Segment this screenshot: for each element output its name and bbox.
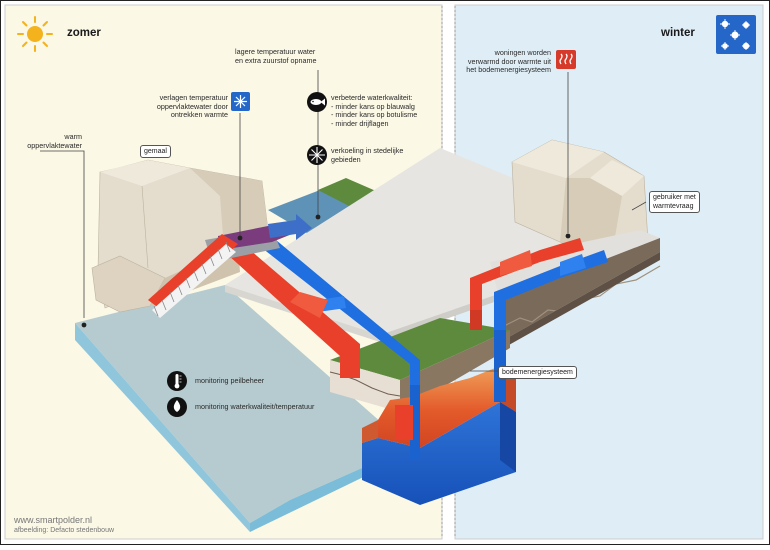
warm-water-line: oppervlaktewater — [27, 140, 82, 150]
sun-icon — [17, 16, 53, 52]
snowflake-icon — [716, 15, 756, 54]
homes-heated-label: woningen worden verwarmd door warmte uit… — [440, 48, 551, 75]
callout-marker — [81, 322, 87, 328]
water-quality-line: - minder drijflagen — [331, 118, 389, 128]
lower-temperature-label: verlagen temperatuur oppervlaktewater do… — [118, 93, 228, 120]
water-quality-line: - minder kans op botulisme — [331, 110, 418, 120]
soil-energy-system-tag: bodemenergiesysteem — [498, 366, 577, 379]
lower-water-temp-label: lagere temperatuur water en extra zuurst… — [235, 47, 365, 65]
thermometer-icon — [167, 371, 187, 391]
image-credit: afbeelding: Defacto stedenbouw — [14, 527, 115, 534]
heating-icon — [556, 50, 576, 69]
water-quality-line: - minder kans op blauwalg — [331, 101, 415, 111]
sparkle-icon — [307, 145, 327, 165]
homes-heated-line: het bodemenergiesysteem — [466, 65, 551, 75]
homes-heated-line: woningen worden — [494, 48, 551, 57]
heat-user-tag: gebruiker met warmtevraag — [649, 191, 700, 213]
monitoring-level-label: monitoring peilbeheer — [195, 376, 265, 385]
warm-water-line: warm — [64, 132, 82, 141]
screw-pump — [148, 234, 238, 318]
warm-pipe-winter — [395, 238, 584, 425]
warm-water-label: warm oppervlaktewater — [20, 132, 82, 150]
lower-temperature-line: oppervlaktewater door — [156, 101, 228, 111]
cooling-icon — [231, 92, 250, 111]
callout-marker — [315, 214, 321, 220]
lower-temperature-line: ontrekken warmte — [170, 110, 228, 120]
water-quality-label: verbeterde waterkwaliteit: - minder kans… — [331, 93, 451, 128]
surface-water-basin — [75, 285, 390, 532]
urban-cooling-line: verkoeling in stedelijke — [331, 146, 404, 155]
callout-marker — [565, 233, 571, 239]
monitoring-quality-label: monitoring waterkwaliteit/temperatuur — [195, 402, 315, 411]
website-credit: www.smartpolder.nl — [14, 515, 93, 525]
summer-title: zomer — [67, 27, 101, 39]
heat-user-line: warmtevraag — [653, 203, 694, 210]
lower-water-temp-line: lagere temperatuur water — [235, 47, 316, 56]
lower-water-temp-line: en extra zuurstof opname — [235, 55, 317, 65]
winter-title: winter — [661, 27, 695, 39]
pumping-station-tag: gemaal — [140, 145, 171, 158]
heat-user-line: gebruiker met — [653, 194, 696, 201]
fish-icon — [307, 92, 327, 112]
callout-marker — [237, 235, 243, 241]
lower-temperature-line: verlagen temperatuur — [159, 93, 228, 102]
homes-heated-line: verwarmd door warmte uit — [467, 56, 551, 66]
water-quality-line: verbeterde waterkwaliteit: — [331, 93, 413, 102]
urban-cooling-line: gebieden — [331, 154, 361, 164]
leader-lines — [40, 70, 647, 372]
water-drop-icon — [167, 397, 187, 417]
urban-cooling-label: verkoeling in stedelijke gebieden — [331, 146, 441, 164]
